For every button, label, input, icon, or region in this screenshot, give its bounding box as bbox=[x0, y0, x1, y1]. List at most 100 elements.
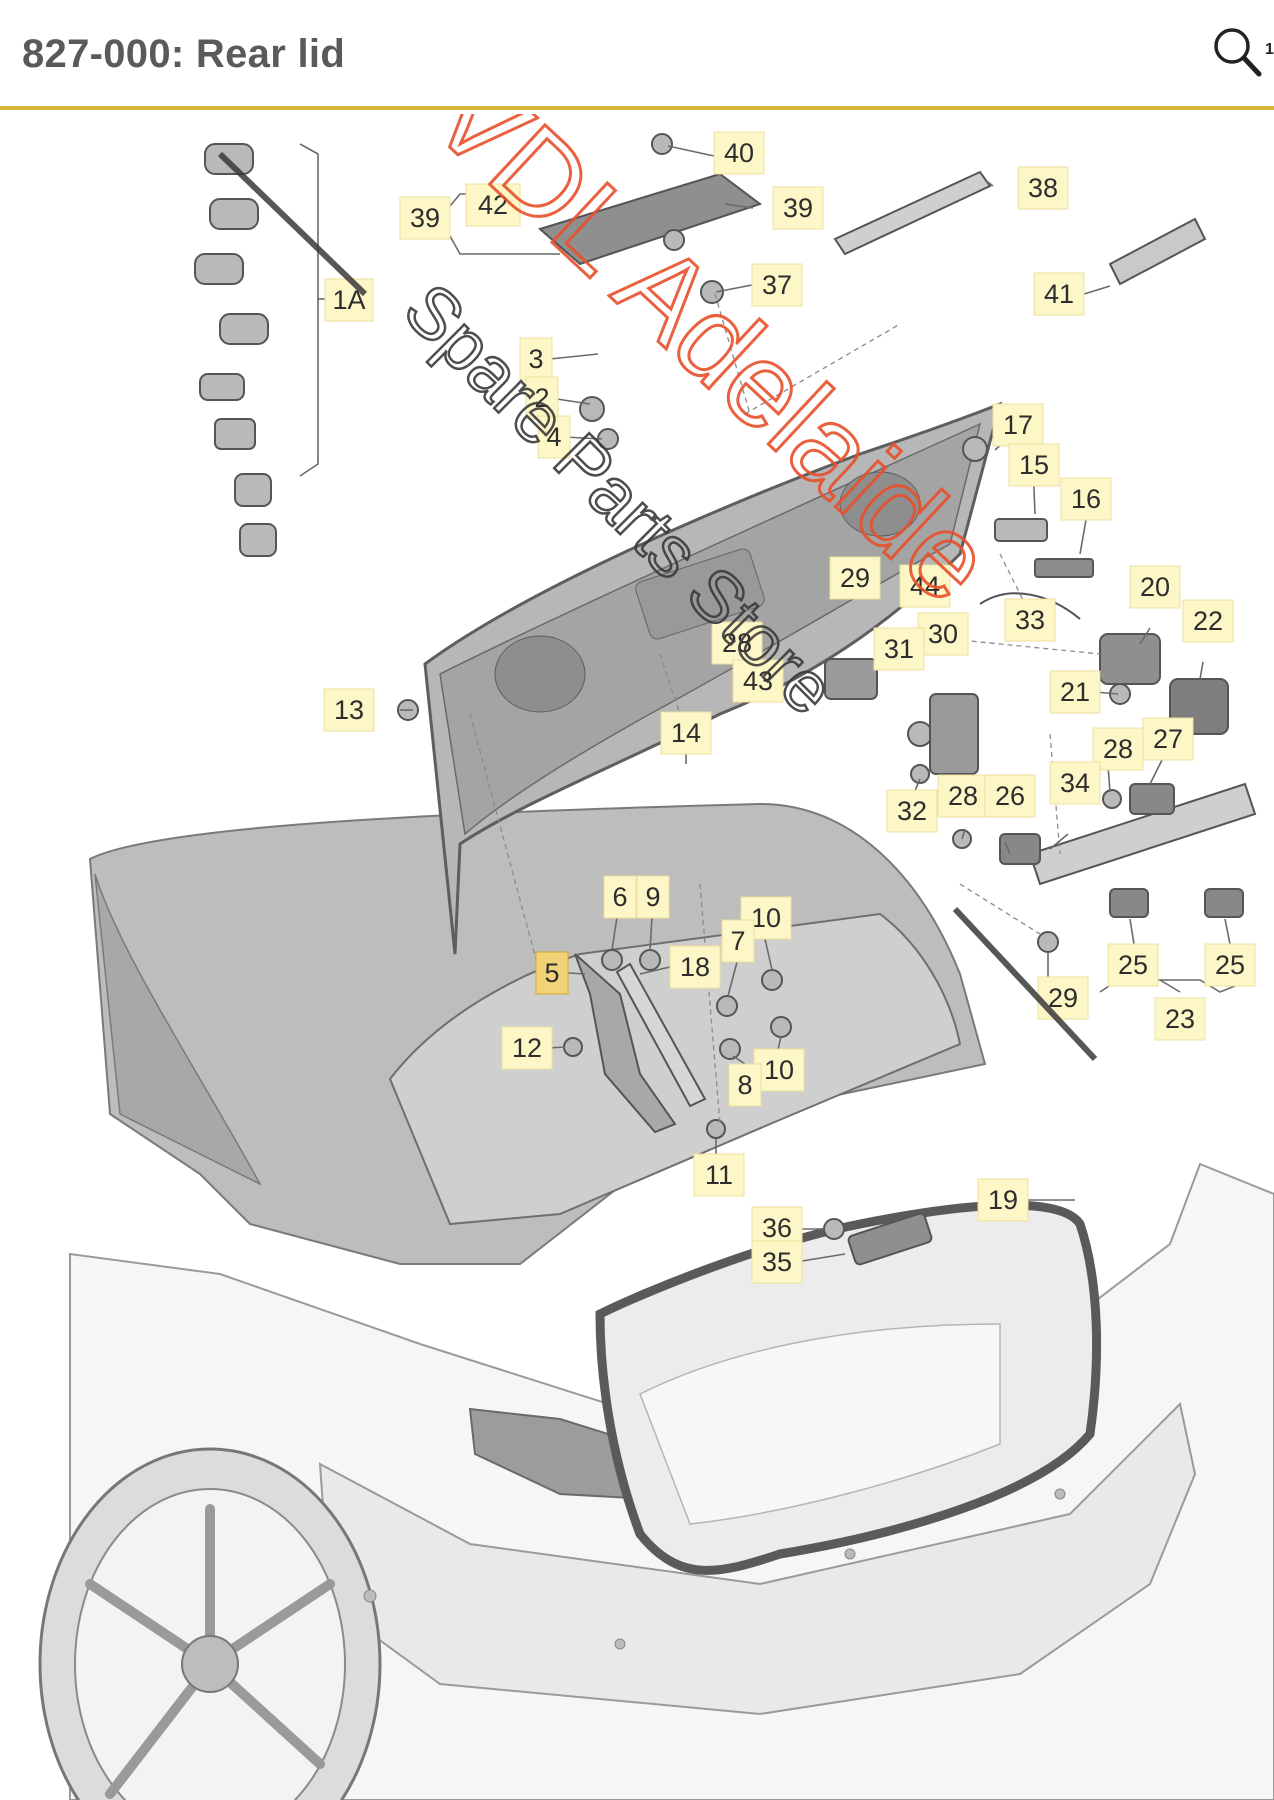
callout-labels: 40 42 39 39 38 37 41 1A 3 2 4 17 15 16 2… bbox=[323, 131, 1256, 1284]
callout-29-bottom[interactable]: 29 bbox=[1037, 976, 1089, 1020]
callout-label: 38 bbox=[1028, 173, 1058, 203]
callout-23[interactable]: 23 bbox=[1154, 997, 1206, 1041]
page-header: 827-000: Rear lid 1 bbox=[0, 0, 1274, 110]
callout-label: 27 bbox=[1153, 724, 1183, 754]
callout-label: 41 bbox=[1044, 279, 1074, 309]
callout-label: 35 bbox=[762, 1247, 792, 1277]
callout-label: 28 bbox=[1103, 734, 1133, 764]
callout-label: 10 bbox=[751, 903, 781, 933]
callout-label: 31 bbox=[884, 634, 914, 664]
exploded-view-illustration: 40 42 39 39 38 37 41 1A 3 2 4 17 15 16 2… bbox=[38, 114, 1274, 1800]
callout-label: 9 bbox=[645, 882, 660, 912]
callout-43[interactable]: 43 bbox=[732, 659, 784, 703]
callout-28-top[interactable]: 28 bbox=[711, 621, 763, 665]
callout-4[interactable]: 4 bbox=[537, 415, 571, 459]
callout-label: 20 bbox=[1140, 572, 1170, 602]
callout-label: 5 bbox=[544, 958, 559, 988]
callout-34[interactable]: 34 bbox=[1049, 761, 1101, 805]
callout-label: 10 bbox=[764, 1055, 794, 1085]
car-body-illustration bbox=[38, 802, 1274, 1800]
callout-29-top[interactable]: 29 bbox=[829, 556, 881, 600]
callout-label: 7 bbox=[730, 926, 745, 956]
magnifier-icon: 1 bbox=[1214, 28, 1274, 77]
callout-16[interactable]: 16 bbox=[1060, 477, 1112, 521]
callout-label: 19 bbox=[988, 1185, 1018, 1215]
callout-label: 17 bbox=[1003, 410, 1033, 440]
callout-11[interactable]: 11 bbox=[693, 1153, 745, 1197]
callout-label: 23 bbox=[1165, 1004, 1195, 1034]
callout-label: 6 bbox=[612, 882, 627, 912]
callout-28-right[interactable]: 28 bbox=[1092, 727, 1144, 771]
callout-8[interactable]: 8 bbox=[728, 1063, 762, 1107]
callout-18[interactable]: 18 bbox=[669, 945, 721, 989]
callout-label: 37 bbox=[762, 270, 792, 300]
callout-9[interactable]: 9 bbox=[636, 875, 670, 919]
callout-28-mid[interactable]: 28 bbox=[937, 774, 989, 818]
callout-label: 13 bbox=[334, 695, 364, 725]
callout-32[interactable]: 32 bbox=[886, 789, 938, 833]
zoom-button[interactable]: 1 bbox=[1205, 20, 1274, 90]
callout-3[interactable]: 3 bbox=[519, 337, 553, 381]
callout-label: 18 bbox=[680, 952, 710, 982]
callout-25-right[interactable]: 25 bbox=[1204, 943, 1256, 987]
callout-label: 29 bbox=[840, 563, 870, 593]
callout-35[interactable]: 35 bbox=[751, 1240, 803, 1284]
callout-20[interactable]: 20 bbox=[1129, 565, 1181, 609]
callout-label: 21 bbox=[1060, 677, 1090, 707]
callout-10-top[interactable]: 10 bbox=[740, 896, 792, 940]
callout-30[interactable]: 30 bbox=[917, 612, 969, 656]
callout-31[interactable]: 31 bbox=[873, 627, 925, 671]
callout-1a[interactable]: 1A bbox=[324, 278, 374, 322]
callout-21[interactable]: 21 bbox=[1049, 670, 1101, 714]
callout-label: 34 bbox=[1060, 768, 1090, 798]
callout-22[interactable]: 22 bbox=[1182, 599, 1234, 643]
callout-42[interactable]: 42 bbox=[465, 183, 521, 227]
callout-label: 12 bbox=[512, 1033, 542, 1063]
callout-27[interactable]: 27 bbox=[1142, 717, 1194, 761]
callout-41[interactable]: 41 bbox=[1033, 272, 1085, 316]
callout-label: 4 bbox=[546, 422, 561, 452]
callout-12[interactable]: 12 bbox=[501, 1026, 553, 1070]
callout-label: 25 bbox=[1215, 950, 1245, 980]
callout-label: 39 bbox=[783, 193, 813, 223]
callout-5[interactable]: 5 bbox=[535, 951, 569, 995]
callout-13[interactable]: 13 bbox=[323, 688, 375, 732]
parts-diagram: 40 42 39 39 38 37 41 1A 3 2 4 17 15 16 2… bbox=[0, 114, 1274, 1800]
callout-label: 43 bbox=[743, 666, 773, 696]
callout-17[interactable]: 17 bbox=[992, 403, 1044, 447]
callout-label: 2 bbox=[534, 383, 549, 413]
callout-14[interactable]: 14 bbox=[660, 711, 712, 755]
callout-39-right[interactable]: 39 bbox=[772, 186, 824, 230]
callout-label: 8 bbox=[737, 1070, 752, 1100]
watermark-slash-bottom bbox=[952, 906, 1098, 1062]
zoom-badge: 1 bbox=[1265, 41, 1274, 58]
callout-label: 25 bbox=[1118, 950, 1148, 980]
watermark-slash-top bbox=[217, 151, 368, 297]
callout-label: 28 bbox=[722, 628, 752, 658]
callout-label: 42 bbox=[478, 190, 508, 220]
callout-10-bottom[interactable]: 10 bbox=[753, 1048, 805, 1092]
callout-label: 39 bbox=[410, 203, 440, 233]
callout-label: 3 bbox=[528, 344, 543, 374]
callout-label: 33 bbox=[1015, 605, 1045, 635]
callout-19[interactable]: 19 bbox=[977, 1178, 1029, 1222]
callout-label: 44 bbox=[910, 571, 940, 601]
callout-33[interactable]: 33 bbox=[1004, 598, 1056, 642]
callout-label: 29 bbox=[1048, 983, 1078, 1013]
callout-38[interactable]: 38 bbox=[1017, 166, 1069, 210]
callout-37[interactable]: 37 bbox=[751, 263, 803, 307]
callout-label: 11 bbox=[705, 1160, 733, 1190]
callout-39-left[interactable]: 39 bbox=[399, 196, 451, 240]
callout-25-left[interactable]: 25 bbox=[1107, 943, 1159, 987]
callout-40[interactable]: 40 bbox=[713, 131, 765, 175]
callout-26[interactable]: 26 bbox=[984, 774, 1036, 818]
callout-label: 40 bbox=[724, 138, 754, 168]
callout-6[interactable]: 6 bbox=[603, 875, 637, 919]
callout-label: 16 bbox=[1071, 484, 1101, 514]
callout-label: 30 bbox=[928, 619, 958, 649]
callout-44[interactable]: 44 bbox=[899, 564, 951, 608]
callout-7[interactable]: 7 bbox=[721, 919, 755, 963]
callout-15[interactable]: 15 bbox=[1008, 443, 1060, 487]
callout-label: 15 bbox=[1019, 450, 1049, 480]
callout-label: 32 bbox=[897, 796, 927, 826]
